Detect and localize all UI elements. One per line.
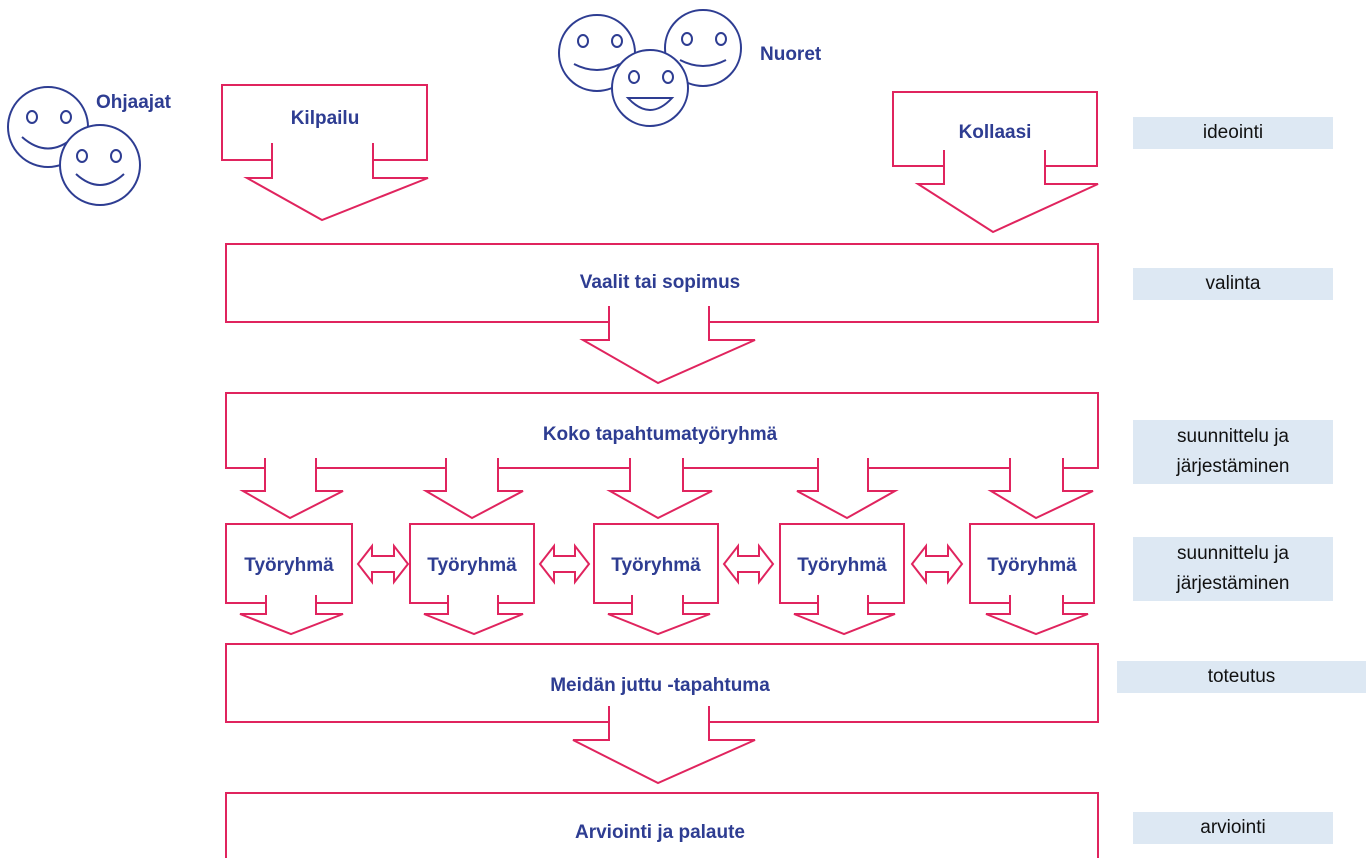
phase-planning-2-line2: järjestäminen [1176,573,1290,594]
double-arrow-icon [538,543,591,585]
working-group-label: Työryhmä [427,555,517,576]
selection-label: Vaalit tai sopimus [580,272,741,293]
event-label: Meidän juttu -tapahtuma [550,675,770,696]
youth-face-icon [611,49,689,127]
event-group-box [225,392,1099,520]
double-arrow-icon [356,543,410,585]
working-group-label: Työryhmä [611,555,701,576]
selection-box [225,243,1099,385]
working-group-box-3 [593,523,719,636]
working-group-label: Työryhmä [987,555,1077,576]
phase-selection: valinta [1133,268,1333,300]
instructor-face-icon [59,124,141,206]
phase-planning-1: suunnittelu ja järjestäminen [1133,420,1333,484]
youth-label: Nuoret [760,44,822,65]
phase-planning-1-line2: järjestäminen [1176,456,1290,477]
event-group-label: Koko tapahtumatyöryhmä [543,424,778,445]
double-arrow-icon [910,543,964,585]
working-group-box-2 [409,523,535,636]
collage-label: Kollaasi [959,122,1032,143]
collage-arrow [892,91,1099,234]
competition-arrow [221,84,429,222]
phase-implementation-label: toteutus [1207,666,1276,687]
evaluation-label: Arviointi ja palaute [575,822,745,843]
phase-planning-2-line1: suunnittelu ja [1177,543,1289,564]
phase-ideation-label: ideointi [1202,122,1264,143]
phase-implementation: toteutus [1117,661,1366,693]
working-group-box-1 [225,523,353,636]
competition-label: Kilpailu [291,108,360,129]
phase-planning-2: suunnittelu ja järjestäminen [1133,537,1333,601]
working-group-label: Työryhmä [797,555,887,576]
youth-face-icon [664,9,742,87]
working-group-box-4 [779,523,905,636]
phase-planning-1-line1: suunnittelu ja [1177,426,1289,447]
event-box [225,643,1099,785]
instructors-label: Ohjaajat [96,92,172,113]
evaluation-box [225,792,1099,858]
phase-evaluation: arviointi [1133,812,1333,844]
double-arrow-icon [722,543,775,585]
working-group-label: Työryhmä [244,555,334,576]
phase-selection-label: valinta [1205,273,1261,294]
phase-ideation: ideointi [1133,117,1333,149]
working-group-box-5 [969,523,1095,636]
phase-evaluation-label: arviointi [1200,817,1266,838]
